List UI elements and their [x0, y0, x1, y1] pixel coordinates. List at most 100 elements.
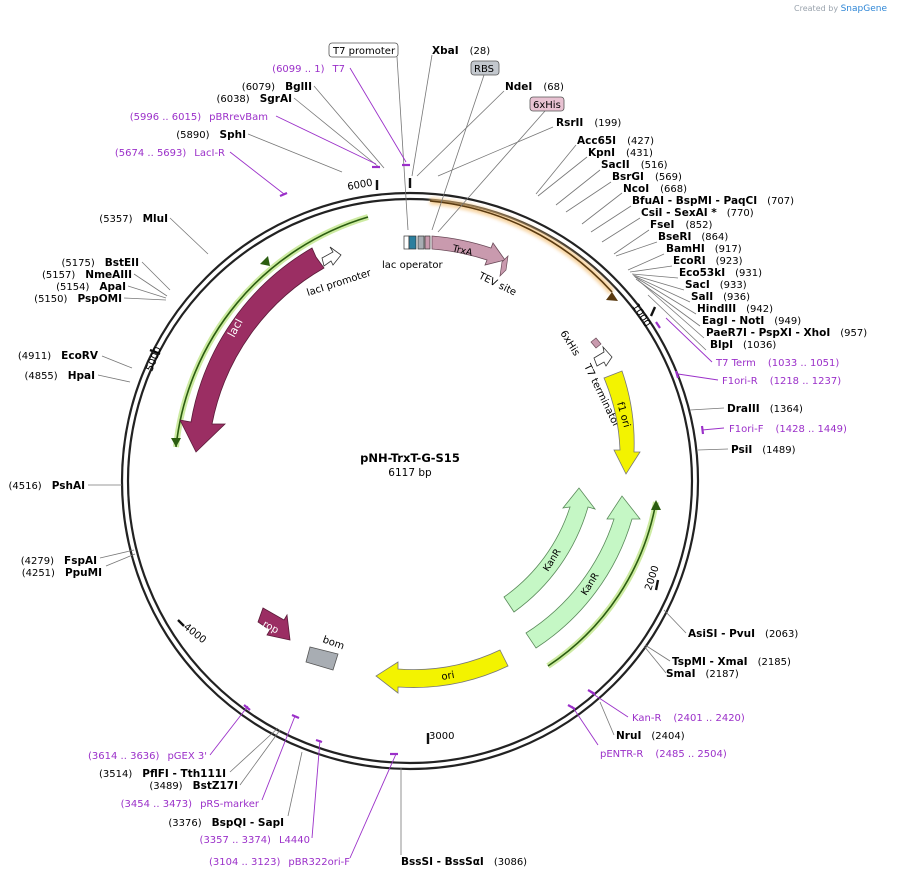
site-bfuai[interactable]: BfuAI - BspMI - PaqCI(707): [632, 195, 794, 207]
leader-asisi: [663, 609, 687, 634]
site-ppumi[interactable]: (4251)PpuMI: [22, 567, 102, 579]
primer-line-pbrrevbam: [275, 115, 377, 165]
site-bsteii[interactable]: (5175)BstEII: [61, 257, 139, 269]
site-pflfi[interactable]: (3514)PflFI - Tth111I: [99, 768, 226, 780]
leader-bfuai: [590, 205, 632, 233]
leader-fspai: [99, 549, 135, 559]
primer-prs[interactable]: (3454 .. 3473)pRS-marker: [121, 799, 260, 810]
primer-pentr-r[interactable]: pENTR-R(2485 .. 2504): [600, 749, 727, 760]
site-nrui[interactable]: NruI(2404): [616, 730, 685, 742]
site-paer7i[interactable]: PaeR7I - PspXI - XhoI(957): [706, 327, 867, 339]
plasmid-name: pNH-TrxT-G-S15: [360, 451, 460, 465]
orf-arc-trxa: [429, 200, 613, 293]
primer-mark-t7term: [655, 321, 661, 329]
site-pshai[interactable]: (4516)PshAI: [8, 480, 85, 492]
laci-arrow: [179, 247, 325, 453]
t7-promoter-tag-label: T7 promoter: [332, 46, 396, 57]
primer-f1ori-r[interactable]: F1ori-R(1218 .. 1237): [722, 376, 841, 387]
site-sgrai[interactable]: (6038)SgrAI: [216, 93, 292, 105]
orf-arrowhead: [606, 292, 618, 301]
tev-site-box: [499, 255, 509, 277]
site-bamhi[interactable]: BamHI(917): [666, 243, 742, 255]
primer-laci-r[interactable]: (5674 .. 5693)LacI-R: [115, 148, 225, 159]
site-hindiii[interactable]: HindIII(942): [697, 303, 773, 315]
site-acc65i[interactable]: Acc65I(427): [577, 135, 654, 147]
primer-mark-l4440: [315, 738, 323, 744]
tick-label-6000: 6000: [347, 178, 374, 193]
primer-marks: [243, 163, 705, 756]
site-mlui[interactable]: (5357)MluI: [99, 213, 168, 225]
site-sali[interactable]: SalI(936): [691, 291, 750, 303]
primer-pbrrevbam[interactable]: (5996 .. 6015)pBRrevBam: [130, 112, 268, 123]
backbone-inner: [126, 197, 694, 765]
site-bseri[interactable]: BseRI(864): [658, 231, 728, 243]
leader-fsei: [613, 229, 650, 255]
site-asisi[interactable]: AsiSI - PvuI(2063): [688, 628, 798, 640]
site-nmeaiii[interactable]: (5157)NmeAIII: [42, 269, 132, 281]
primer-pbr322[interactable]: (3104 .. 3123)pBR322ori-F: [209, 857, 350, 868]
position-ticks: [149, 178, 660, 744]
leader-mlui: [169, 217, 209, 255]
primer-kan-r[interactable]: Kan-R(2401 .. 2420): [632, 713, 745, 724]
orf-laci-head-2: [171, 438, 181, 447]
site-bglii[interactable]: (6079)BglII: [242, 81, 312, 93]
leader-ncoi: [581, 192, 623, 225]
leader-bspqi: [287, 751, 303, 817]
leader-csii: [601, 217, 641, 243]
site-bspqi[interactable]: (3376)BspQI - SapI: [168, 817, 284, 829]
leader-sgrai: [293, 97, 381, 169]
primer-f1ori-f[interactable]: F1ori-F(1428 .. 1449): [729, 424, 847, 435]
site-sacii[interactable]: SacII(516): [601, 159, 668, 171]
rbs-tag: [470, 60, 500, 76]
inner-6xhis-label: 6xHis: [557, 329, 581, 358]
leader-hindiii: [634, 276, 697, 315]
primer-mark-f1ori-r: [674, 370, 680, 379]
site-ncoi[interactable]: NcoI(668): [623, 183, 687, 195]
site-tspmi[interactable]: TspMI - XmaI(2185): [672, 656, 791, 668]
site-bsrgi[interactable]: BsrGI(569): [612, 171, 682, 183]
primer-line-laci-r: [229, 151, 285, 195]
primer-mark-pgex3: [243, 704, 251, 711]
primer-line-pbr322: [349, 753, 397, 859]
trxa-label: TrxA: [450, 243, 474, 259]
snapgene-logo: SnapGene: [840, 4, 887, 14]
site-psii[interactable]: PsiI(1489): [731, 444, 796, 456]
primer-mark-prs: [291, 713, 300, 720]
site-xbai[interactable]: XbaI(28): [432, 45, 490, 57]
site-kpni[interactable]: KpnI(431): [588, 147, 653, 159]
leader-eagi: [635, 278, 701, 327]
site-ndei[interactable]: NdeI(68): [505, 81, 564, 93]
tick-label-1000: 1000: [629, 302, 652, 329]
primer-line-t7term: [665, 317, 713, 363]
site-csii[interactable]: CsiI - SexAI *(770): [641, 207, 754, 219]
site-fsei[interactable]: FseI(852): [650, 219, 712, 231]
site-sphi[interactable]: (5890)SphI: [176, 129, 246, 141]
bom-label: bom: [321, 634, 346, 652]
site-bsssi[interactable]: BssSI - BssSαI(3086): [401, 856, 527, 868]
leader-rbs: [431, 74, 485, 231]
site-apai[interactable]: (5154)ApaI: [56, 281, 126, 293]
site-pspomi[interactable]: (5150)PspOMI: [34, 293, 122, 305]
site-saci[interactable]: SacI(933): [685, 279, 747, 291]
site-draiii[interactable]: DraIII(1364): [727, 403, 803, 415]
rbs-tag-label: RBS: [474, 64, 494, 75]
site-smai[interactable]: SmaI(2187): [666, 668, 739, 680]
leader-bamhi: [627, 253, 665, 271]
primer-pgex3[interactable]: (3614 .. 3636)pGEX 3': [88, 751, 207, 762]
leader-tspmi: [644, 644, 671, 662]
primer-t7[interactable]: (6099 .. 1)T7: [272, 64, 345, 75]
site-eco53ki[interactable]: Eco53kI(931): [679, 267, 762, 279]
site-ecorv[interactable]: (4911)EcoRV: [18, 350, 99, 362]
leader-ndei: [416, 90, 505, 177]
site-ecori[interactable]: EcoRI(923): [673, 255, 743, 267]
leader-rsrii: [437, 126, 554, 177]
site-fspai[interactable]: (4279)FspAI: [21, 555, 97, 567]
site-hpai[interactable]: (4855)HpaI: [24, 370, 95, 382]
site-rsrii[interactable]: RsrII(199): [556, 117, 621, 129]
primer-t7term[interactable]: T7 Term(1033 .. 1051): [715, 358, 839, 369]
site-eagi[interactable]: EagI - NotI(949): [702, 315, 801, 327]
site-blpi[interactable]: BlpI(1036): [710, 339, 776, 351]
leader-saci: [632, 274, 685, 291]
site-bstz17i[interactable]: (3489)BstZ17I: [149, 780, 238, 792]
primer-l4440[interactable]: (3357 .. 3374)L4440: [200, 835, 310, 846]
